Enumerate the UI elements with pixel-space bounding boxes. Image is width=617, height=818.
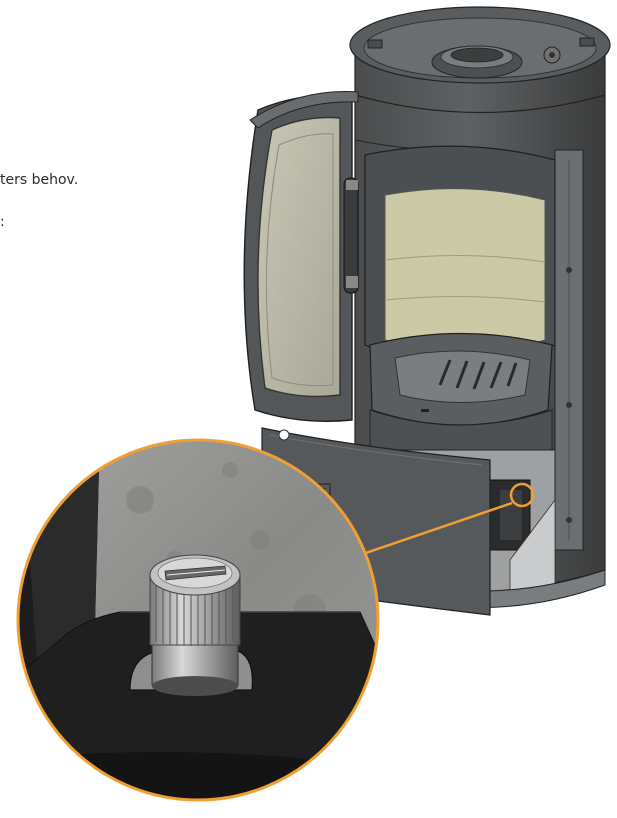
knob-location-marker xyxy=(509,482,535,508)
callout-line xyxy=(359,501,513,557)
instruction-text-line-2: : xyxy=(0,214,5,230)
stove-door xyxy=(243,91,359,422)
instruction-text-line-1: ters behov. xyxy=(0,172,79,188)
